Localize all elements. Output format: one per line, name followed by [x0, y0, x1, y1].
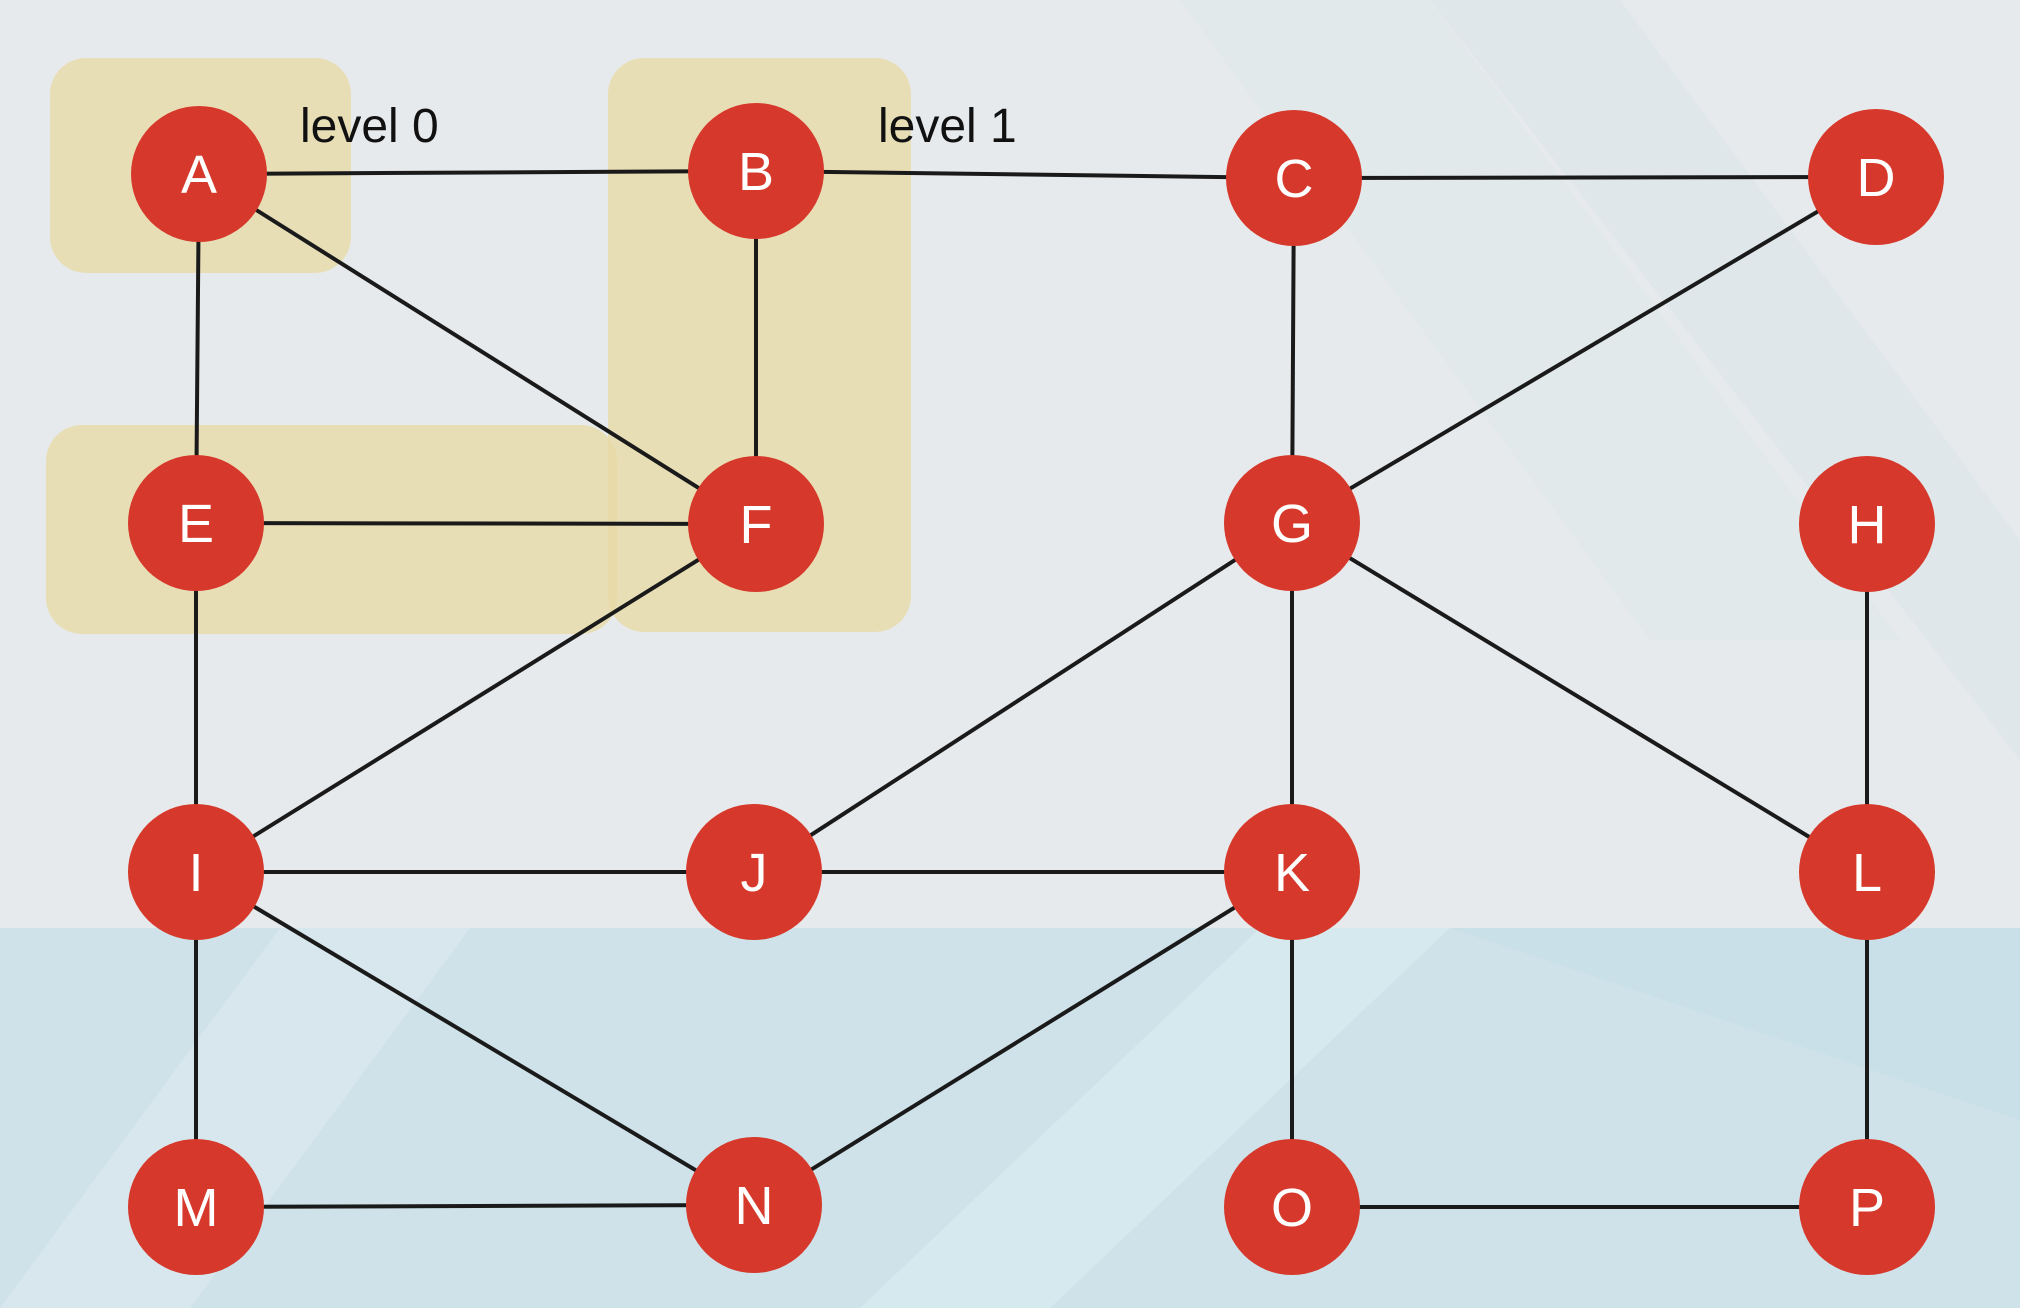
- level-label-1: level 1: [878, 100, 1017, 153]
- node-label-L: L: [1852, 843, 1882, 903]
- node-label-D: D: [1857, 148, 1896, 208]
- node-label-A: A: [181, 145, 217, 205]
- node-circle-I: [128, 804, 264, 940]
- node-label-B: B: [738, 142, 774, 202]
- background-decor-shape: [1450, 928, 2020, 1120]
- graph-node-G: G: [1224, 455, 1360, 591]
- edge-M-N: [195, 1203, 755, 1209]
- node-circle-E: [128, 455, 264, 591]
- graph-node-E: E: [128, 455, 264, 591]
- edge-A-B: [198, 169, 757, 176]
- edge-C-D: [1293, 175, 1877, 180]
- level-label-0: level 0: [300, 100, 439, 153]
- node-circle-B: [688, 103, 824, 239]
- graph-node-K: K: [1224, 804, 1360, 940]
- node-label-F: F: [740, 495, 773, 555]
- node-label-N: N: [735, 1176, 774, 1236]
- node-circle-P: [1799, 1139, 1935, 1275]
- edge-F-I: [194, 522, 758, 874]
- node-circle-G: [1224, 455, 1360, 591]
- edge-B-C: [755, 169, 1295, 180]
- graph-node-B: B: [688, 103, 824, 239]
- node-label-H: H: [1848, 495, 1887, 555]
- graph-node-M: M: [128, 1139, 264, 1275]
- background-decor-shape: [0, 928, 470, 1308]
- edge-G-L: [1290, 521, 1869, 874]
- graph-node-N: N: [686, 1137, 822, 1273]
- graph-node-H: H: [1799, 456, 1935, 592]
- node-circle-L: [1799, 804, 1935, 940]
- node-label-C: C: [1275, 149, 1314, 209]
- node-label-P: P: [1849, 1178, 1885, 1238]
- graph-node-L: L: [1799, 804, 1935, 940]
- node-circle-F: [688, 456, 824, 592]
- graph-node-F: F: [688, 456, 824, 592]
- node-circle-A: [131, 106, 267, 242]
- edge-G-J: [752, 521, 1294, 874]
- node-label-G: G: [1271, 494, 1313, 554]
- background-decor-shape: [1180, 0, 1900, 640]
- edge-A-F: [197, 172, 758, 526]
- edge-I-N: [194, 870, 756, 1207]
- node-circle-J: [686, 804, 822, 940]
- node-label-K: K: [1274, 843, 1310, 903]
- highlight-level-1-group-column: [608, 58, 911, 632]
- node-label-I: I: [188, 843, 203, 903]
- node-circle-N: [686, 1137, 822, 1273]
- graph-node-O: O: [1224, 1139, 1360, 1275]
- node-circle-K: [1224, 804, 1360, 940]
- node-circle-H: [1799, 456, 1935, 592]
- edge-K-N: [752, 870, 1294, 1207]
- graph-node-A: A: [131, 106, 267, 242]
- node-circle-C: [1226, 110, 1362, 246]
- node-label-E: E: [178, 494, 214, 554]
- node-label-J: J: [741, 843, 768, 903]
- graph-node-P: P: [1799, 1139, 1935, 1275]
- node-circle-D: [1808, 109, 1944, 245]
- node-circle-O: [1224, 1139, 1360, 1275]
- graph-node-D: D: [1808, 109, 1944, 245]
- graph-node-I: I: [128, 804, 264, 940]
- graph-node-C: C: [1226, 110, 1362, 246]
- graph-node-J: J: [686, 804, 822, 940]
- node-label-O: O: [1271, 1178, 1313, 1238]
- background-decor-shape: [860, 928, 1450, 1308]
- node-label-M: M: [174, 1178, 219, 1238]
- node-circle-M: [128, 1139, 264, 1275]
- edge-E-F: [195, 521, 757, 526]
- edge-D-G: [1290, 175, 1878, 525]
